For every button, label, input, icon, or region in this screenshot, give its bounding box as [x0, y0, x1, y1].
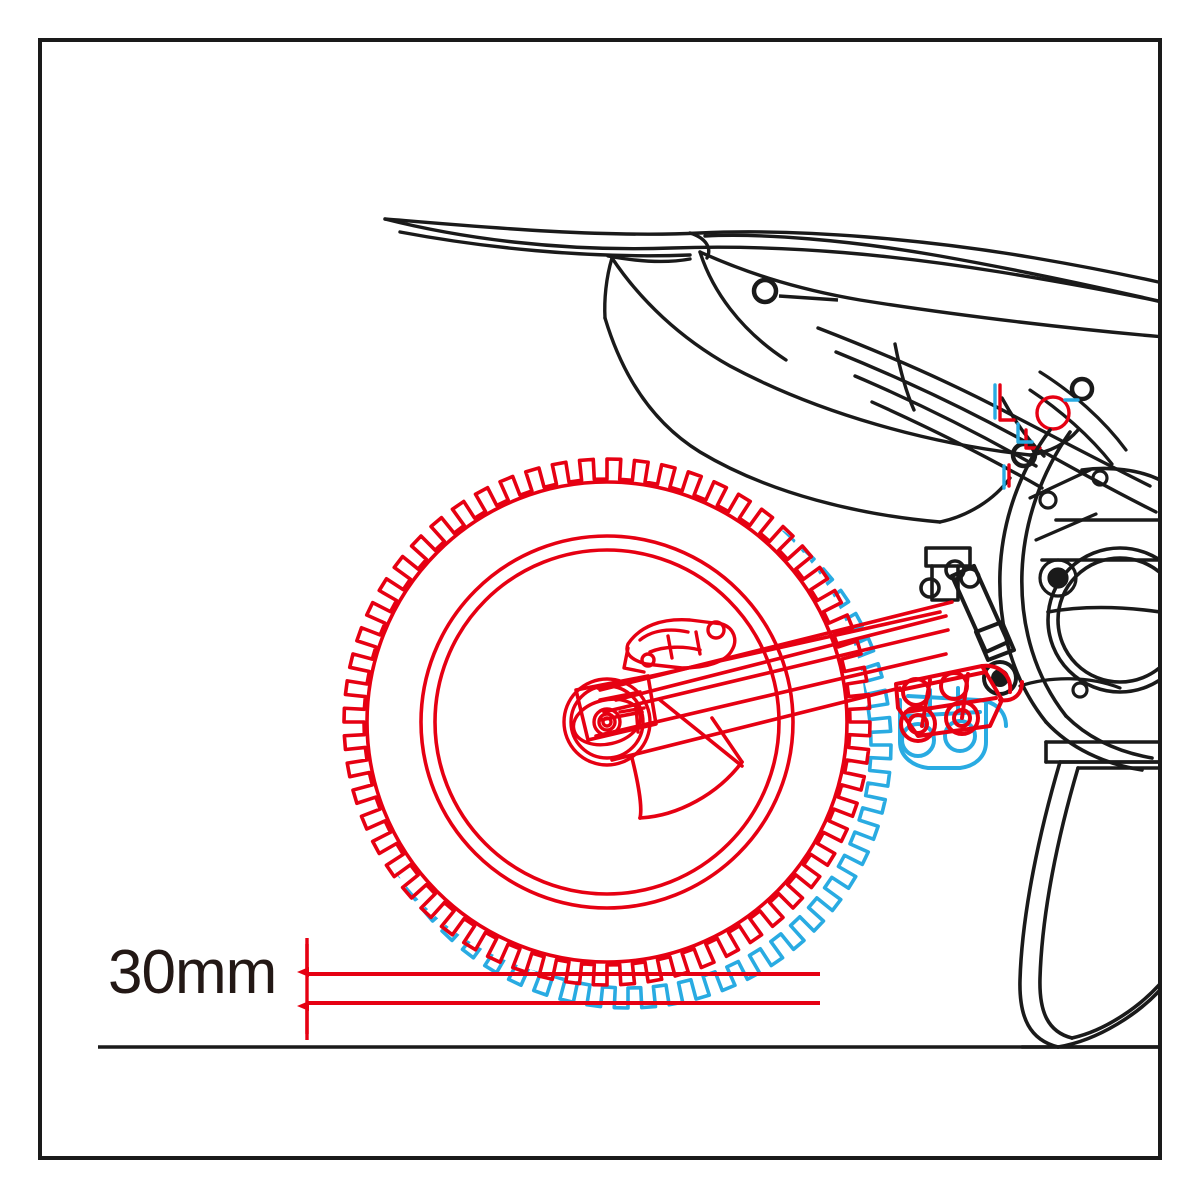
skid-plate	[1018, 740, 1158, 1049]
footpeg	[919, 546, 981, 602]
clutch-cover	[1046, 546, 1158, 694]
seat	[603, 233, 1158, 339]
rear-wheel-red	[342, 457, 872, 987]
fender-bolt	[751, 277, 839, 305]
wheel-hub	[562, 677, 652, 767]
shock-mount-overlay-blue	[993, 383, 1080, 490]
linkage-overlay-blue	[898, 686, 1008, 770]
rear-fender	[383, 217, 1158, 303]
dimension-label: 30mm	[108, 938, 277, 1007]
side-number-plate	[603, 250, 1080, 524]
rear-brake-caliper	[622, 618, 737, 674]
linkage-overlay-red	[894, 663, 1024, 743]
engine-case	[998, 428, 1158, 772]
engine-detail	[1018, 468, 1122, 699]
shock-mount-overlay-red	[998, 383, 1071, 488]
drawing-border	[38, 38, 1162, 1160]
ride-height-dimension	[297, 938, 820, 1040]
